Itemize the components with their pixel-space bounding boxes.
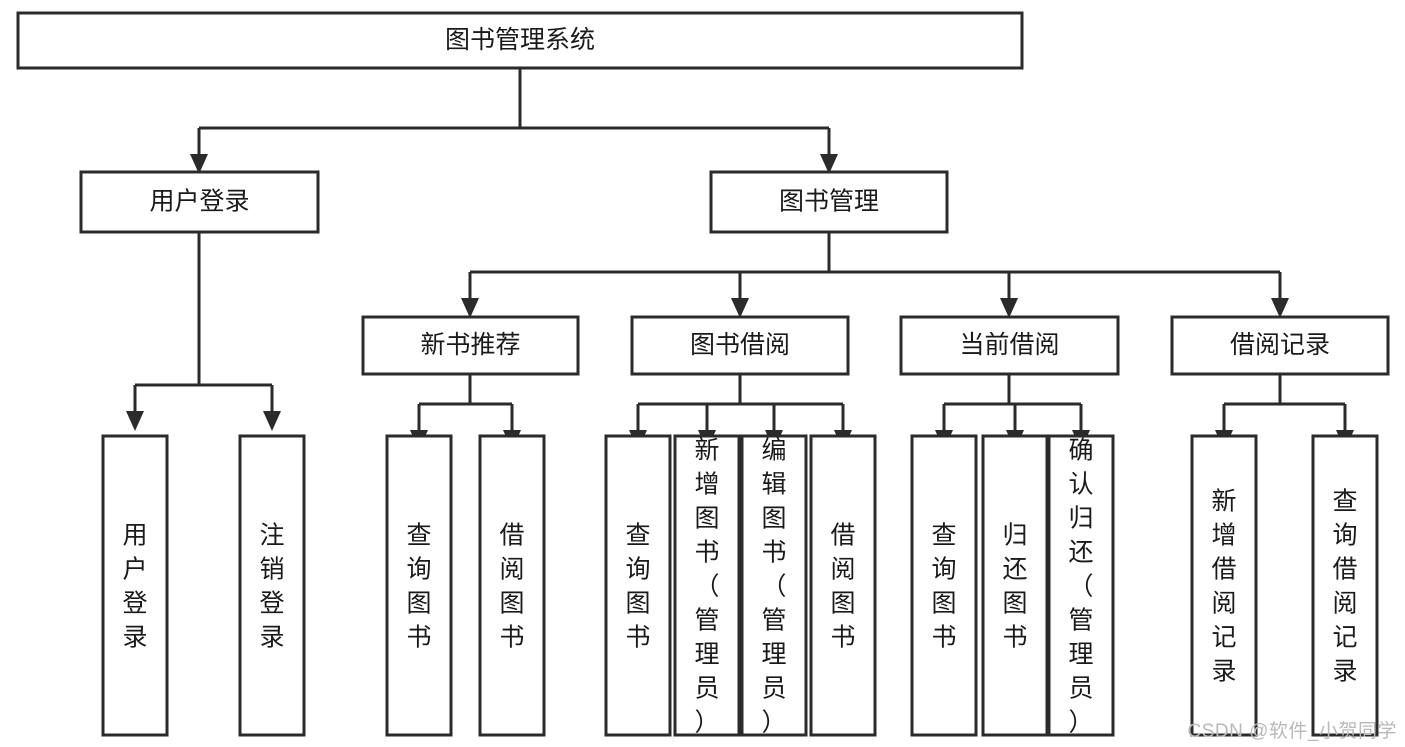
node-label: 图书管理系统 (445, 26, 595, 54)
connector-user-login-to-leaves (126, 232, 281, 431)
node-label: 借阅记录 (1230, 331, 1330, 359)
node-label: 图书管理 (779, 188, 879, 216)
node-label: 归还图书 (1002, 522, 1027, 652)
node-label: 查询借阅记录 (1332, 488, 1357, 686)
node-leaf-query-book-recommend[interactable]: 查询图书 (385, 434, 453, 737)
node-leaf-logout[interactable]: 注销登录 (238, 434, 306, 737)
connector-level2-to-level3 (461, 232, 1289, 318)
node-borrow-record[interactable]: 借阅记录 (1170, 315, 1390, 376)
node-label: 注销登录 (259, 522, 284, 652)
node-book-borrow[interactable]: 图书借阅 (630, 315, 850, 376)
node-leaf-confirm-return-admin[interactable]: 确认归还（管理员） (1047, 434, 1115, 737)
node-label: 新增图书（管理员） (694, 437, 719, 737)
node-label: 图书借阅 (690, 331, 790, 359)
node-new-book-recommend[interactable]: 新书推荐 (361, 315, 580, 376)
nodes-layer: 图书管理系统用户登录图书管理新书推荐图书借阅当前借阅借阅记录用户登录注销登录查询… (16, 11, 1390, 737)
node-label: 查询图书 (406, 522, 431, 652)
node-label: 编辑图书（管理员） (761, 437, 786, 737)
node-leaf-return-book[interactable]: 归还图书 (981, 434, 1049, 737)
node-label: 借阅图书 (830, 522, 855, 652)
connector-root-to-level2 (190, 68, 838, 174)
node-current-borrow[interactable]: 当前借阅 (899, 315, 1120, 376)
node-leaf-user-login[interactable]: 用户登录 (101, 434, 169, 737)
node-label: 查询图书 (625, 522, 650, 652)
node-root[interactable]: 图书管理系统 (16, 11, 1024, 70)
node-leaf-add-book-admin[interactable]: 新增图书（管理员） (673, 434, 741, 737)
node-label: 查询图书 (931, 522, 956, 652)
node-label: 借阅图书 (499, 522, 524, 652)
node-book-manage[interactable]: 图书管理 (709, 170, 949, 234)
node-label: 确认归还（管理员） (1068, 437, 1093, 737)
node-leaf-add-borrow-record[interactable]: 新增借阅记录 (1190, 434, 1258, 737)
connectors-layer (126, 68, 1354, 450)
node-label: 新增借阅记录 (1211, 488, 1236, 686)
node-label: 当前借阅 (959, 331, 1059, 359)
node-leaf-edit-book-admin[interactable]: 编辑图书（管理员） (740, 434, 808, 737)
node-label: 新书推荐 (420, 331, 520, 359)
node-leaf-borrow-book[interactable]: 借阅图书 (809, 434, 877, 737)
node-leaf-borrow-book-recommend[interactable]: 借阅图书 (478, 434, 546, 737)
node-leaf-query-book-current[interactable]: 查询图书 (910, 434, 978, 737)
csdn-watermark: CSDN @软件_小贺同学 (1187, 721, 1397, 742)
node-label: 用户登录 (122, 522, 147, 652)
node-label: 用户登录 (149, 188, 249, 216)
node-user-login[interactable]: 用户登录 (79, 170, 320, 234)
node-leaf-query-book-borrow[interactable]: 查询图书 (604, 434, 672, 737)
node-leaf-query-borrow-record[interactable]: 查询借阅记录 (1311, 434, 1379, 737)
